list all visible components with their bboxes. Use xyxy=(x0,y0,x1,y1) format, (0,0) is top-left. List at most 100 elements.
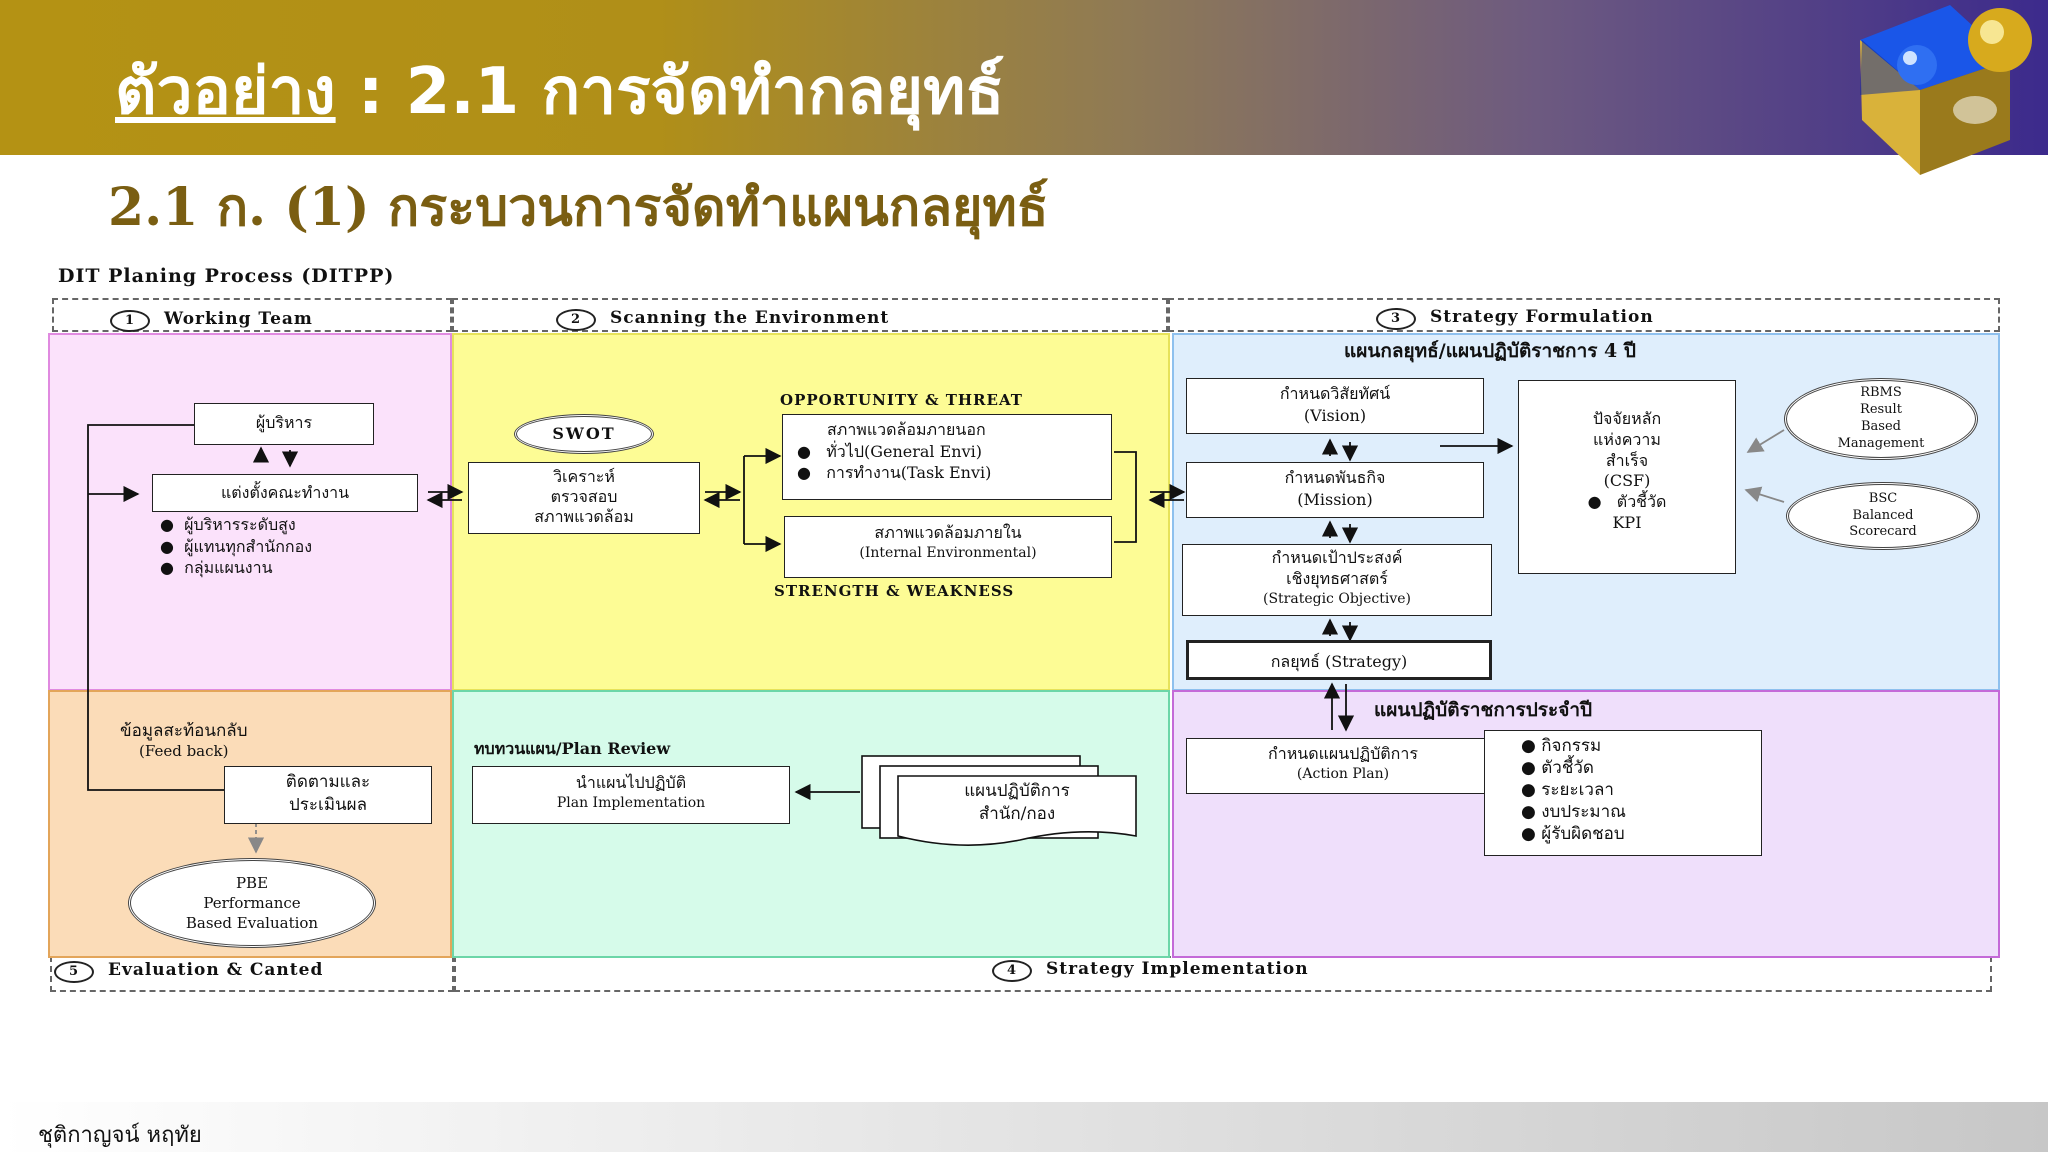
pbe-line: Based Evaluation xyxy=(185,914,319,933)
mission-box: กำหนดพันธกิจ (Mission) xyxy=(1186,462,1484,518)
cube-logo-icon xyxy=(1860,5,2032,175)
annual-plan-heading: แผนปฏิบัติราชการประจำปี xyxy=(1374,699,1593,721)
analyze-line: สภาพแวดล้อม xyxy=(534,507,634,526)
feedback-title: ข้อมูลสะท้อนกลับ xyxy=(120,721,248,741)
rbms-line: Based xyxy=(1861,419,1901,434)
internal-subtitle: (Internal Environmental) xyxy=(859,544,1037,561)
action-item: ● ผู้รับผิดชอบ xyxy=(1521,824,1625,845)
bsc-line: Balanced xyxy=(1852,507,1914,523)
vision-box: กำหนดวิสัยทัศน์ (Vision) xyxy=(1186,378,1484,434)
opportunity-threat-label: OPPORTUNITY & THREAT xyxy=(780,391,1023,409)
phase4-label: Strategy Implementation xyxy=(1046,959,1309,979)
csf-line: แห่งความ xyxy=(1593,429,1661,449)
phase1-label: Working Team xyxy=(164,309,313,329)
phase1-header: 1 Working Team xyxy=(110,309,313,332)
phase5-header: 5 Evaluation & Canted xyxy=(54,960,323,983)
title-rest: : 2.1 การจัดทำกลยุทธ์ xyxy=(335,55,1005,129)
team-members-list: ● ผู้บริหารระดับสูง ● ผู้แทนทุกสำนักกอง … xyxy=(160,514,312,579)
phase3-number: 3 xyxy=(1376,308,1416,330)
analyze-line: วิเคราะห์ xyxy=(553,467,615,486)
phase5-number: 5 xyxy=(54,961,94,983)
executive-box: ผู้บริหาร xyxy=(194,403,374,445)
phase3-bar xyxy=(1168,298,2000,332)
kpi-label: KPI xyxy=(1612,512,1642,532)
team-member-text: ผู้แทนทุกสำนักกอง xyxy=(184,536,313,556)
swot-oval: SWOT xyxy=(514,414,654,454)
pbe-oval: PBE Performance Based Evaluation xyxy=(128,858,376,948)
strategy-box: กลยุทธ์ (Strategy) xyxy=(1186,640,1492,680)
kpi-bullet-text: ตัวชี้วัด xyxy=(1616,492,1667,512)
office-plan-line: สำนัก/กอง xyxy=(978,803,1056,824)
monitor-line: ติดตามและ xyxy=(285,772,371,792)
panel-working-team xyxy=(48,333,452,691)
implement-subtitle: Plan Implementation xyxy=(556,794,706,811)
phase2-number: 2 xyxy=(556,309,596,331)
action-item: ● กิจกรรม xyxy=(1521,736,1602,756)
appoint-team-box: แต่งตั้งคณะทำงาน xyxy=(152,474,418,512)
bsc-line: Scorecard xyxy=(1849,524,1917,540)
footer-bar xyxy=(0,1102,2048,1152)
rbms-oval: RBMS Result Based Management xyxy=(1784,378,1978,460)
rbms-line: Result xyxy=(1860,402,1902,418)
action-item-text: ผู้รับผิดชอบ xyxy=(1541,824,1625,845)
external-item: ● ทั่วไป(General Envi) xyxy=(797,441,983,461)
kpi-bullet: ● ตัวชี้วัด xyxy=(1587,492,1667,512)
mission-subtitle: (Mission) xyxy=(1297,489,1373,509)
rbms-line: RBMS xyxy=(1860,385,1902,401)
phase4-number: 4 xyxy=(992,960,1032,982)
action-item: ● งบประมาณ xyxy=(1521,802,1626,823)
phase2-bar xyxy=(452,298,1168,332)
vision-title: กำหนดวิสัยทัศน์ xyxy=(1279,384,1391,403)
phase4-header: 4 Strategy Implementation xyxy=(992,959,1309,982)
plan-review-heading: ทบทวนแผน/Plan Review xyxy=(474,739,671,758)
bsc-oval: BSC Balanced Scorecard xyxy=(1786,482,1980,550)
objective-box: กำหนดเป้าประสงค์ เชิงยุทธศาสตร์ (Strateg… xyxy=(1182,544,1492,616)
action-item: ● ตัวชี้วัด xyxy=(1521,758,1594,779)
strength-weakness-label: STRENGTH & WEAKNESS xyxy=(774,582,1015,600)
team-member: ● กลุ่มแผนงาน xyxy=(160,558,273,578)
team-member: ● ผู้แทนทุกสำนักกอง xyxy=(160,536,313,556)
csf-line: สำเร็จ xyxy=(1605,450,1649,470)
panel-evaluation xyxy=(48,690,452,958)
implement-title: นำแผนไปปฏิบัติ xyxy=(575,773,687,792)
phase2-label: Scanning the Environment xyxy=(610,308,890,328)
external-environment-box: สภาพแวดล้อมภายนอก ● ทั่วไป(General Envi)… xyxy=(782,414,1112,500)
action-item: ● ระยะเวลา xyxy=(1521,780,1614,801)
feedback-label: ข้อมูลสะท้อนกลับ (Feed back) xyxy=(120,720,248,762)
bsc-line: BSC xyxy=(1868,490,1898,506)
pbe-line: Performance xyxy=(203,893,301,912)
page-subtitle: 2.1 ก. (1) กระบวนการจัดทำแผนกลยุทธ์ xyxy=(108,177,1049,238)
mission-title: กำหนดพันธกิจ xyxy=(1284,468,1386,487)
internal-title: สภาพแวดล้อมภายใน xyxy=(874,523,1022,542)
phase1-bar xyxy=(52,298,452,332)
action-plan-items-box: ● กิจกรรม ● ตัวชี้วัด ● ระยะเวลา ● งบประ… xyxy=(1484,730,1762,856)
team-member-text: กลุ่มแผนงาน xyxy=(184,558,273,578)
monitor-evaluate-box: ติดตามและ ประเมินผล xyxy=(224,766,432,824)
office-plan-doc: แผนปฏิบัติการ สำนัก/กอง xyxy=(898,780,1136,826)
phase3-label: Strategy Formulation xyxy=(1430,307,1654,327)
action-plan-title: กำหนดแผนปฏิบัติการ xyxy=(1268,744,1418,763)
objective-title: กำหนดเป้าประสงค์ xyxy=(1271,548,1403,567)
phase1-number: 1 xyxy=(110,310,150,332)
analyze-line: ตรวจสอบ xyxy=(550,487,618,506)
analyze-environment-box: วิเคราะห์ ตรวจสอบ สภาพแวดล้อม xyxy=(468,462,700,534)
external-item-text: ทั่วไป(General Envi) xyxy=(826,441,983,461)
rbms-line: Management xyxy=(1837,435,1925,451)
objective-title-2: เชิงยุทธศาสตร์ xyxy=(1286,568,1388,588)
header-banner xyxy=(0,0,2048,155)
objective-subtitle: (Strategic Objective) xyxy=(1262,590,1412,607)
phase5-label: Evaluation & Canted xyxy=(108,960,324,980)
external-title: สภาพแวดล้อมภายนอก xyxy=(827,420,986,439)
title-underlined: ตัวอย่าง xyxy=(115,55,336,129)
action-plan-box: กำหนดแผนปฏิบัติการ (Action Plan) xyxy=(1186,738,1500,794)
csf-line: ปัจจัยหลัก xyxy=(1592,409,1662,428)
action-item-text: ตัวชี้วัด xyxy=(1541,758,1594,779)
pbe-line: PBE xyxy=(235,873,269,892)
formulation-heading: แผนกลยุทธ์/แผนปฏิบัติราชการ 4 ปี xyxy=(1344,340,1636,362)
action-item-text: ระยะเวลา xyxy=(1541,780,1614,801)
internal-environment-box: สภาพแวดล้อมภายใน (Internal Environmental… xyxy=(784,516,1112,578)
monitor-line: ประเมินผล xyxy=(288,794,368,815)
vision-subtitle: (Vision) xyxy=(1303,405,1367,425)
action-item-text: กิจกรรม xyxy=(1541,736,1602,756)
office-plan-line: แผนปฏิบัติการ xyxy=(964,781,1070,801)
